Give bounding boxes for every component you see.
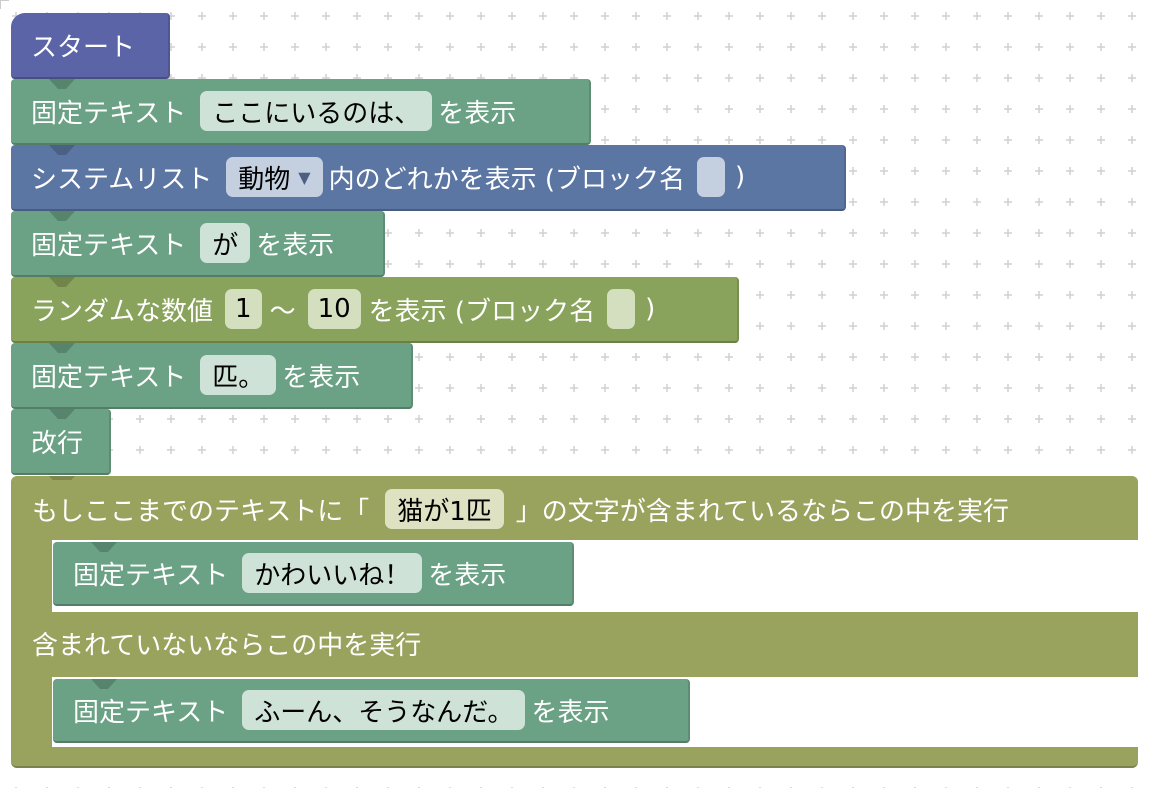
text-field[interactable]: が — [200, 223, 251, 263]
close-paren: ) — [645, 294, 656, 324]
if-header: もしここまでのテキストに「 猫が1匹 」の文字が含まれているならこの中を実行 — [32, 480, 1010, 538]
list-dropdown[interactable]: 動物 ▼ — [226, 157, 323, 197]
block-prefix: 固定テキスト — [31, 98, 187, 129]
text-field[interactable]: ここにいるのは、 — [200, 91, 433, 131]
connector-notch — [49, 343, 75, 353]
block-suffix: を表示 — [531, 697, 610, 728]
connector-notch — [49, 79, 75, 89]
connector-notch — [91, 679, 117, 689]
block-suffix: を表示 — [282, 362, 361, 393]
connector-notch — [49, 409, 75, 419]
block-name-field[interactable] — [607, 289, 636, 329]
fixed-text-block[interactable]: 固定テキスト ふーん、そうなんだ。 を表示 — [53, 679, 690, 743]
close-paren: ) — [734, 162, 746, 192]
block-middle: を表示 (ブロック名 — [368, 296, 596, 327]
fixed-text-block[interactable]: 固定テキスト 匹。 を表示 — [11, 343, 413, 409]
start-label: スタート — [31, 32, 136, 63]
start-block[interactable]: スタート — [11, 13, 170, 79]
max-field[interactable]: 10 — [307, 289, 361, 329]
text-field[interactable]: かわいいね！ — [242, 553, 423, 593]
match-text-field[interactable]: 猫が1匹 — [385, 489, 504, 529]
if-prefix: もしここまでのテキストに「 — [32, 496, 370, 527]
connector-notch — [91, 542, 117, 552]
dropdown-value: 動物 — [238, 164, 291, 195]
text-field[interactable]: ふーん、そうなんだ。 — [242, 690, 526, 730]
newline-label: 改行 — [31, 428, 84, 459]
if-suffix: 」の文字が含まれているならこの中を実行 — [515, 496, 1010, 527]
block-prefix: 固定テキスト — [31, 362, 187, 393]
block-suffix: を表示 — [428, 560, 507, 591]
connector-notch — [49, 211, 75, 221]
block-middle: 内のどれかを表示 (ブロック名 — [328, 164, 685, 195]
system-list-block[interactable]: システムリスト 動物 ▼ 内のどれかを表示 (ブロック名 ) — [11, 145, 846, 211]
else-label: 含まれていないならこの中を実行 — [32, 630, 422, 661]
block-suffix: を表示 — [256, 230, 335, 261]
block-prefix: システムリスト — [31, 164, 213, 195]
block-suffix: を表示 — [438, 98, 517, 129]
text-field[interactable]: 匹。 — [200, 355, 277, 395]
block-prefix: 固定テキスト — [73, 560, 229, 591]
range-tilde: 〜 — [269, 296, 296, 327]
block-prefix: ランダムな数値 — [31, 296, 214, 327]
block-prefix: 固定テキスト — [73, 697, 229, 728]
else-header: 含まれていないならこの中を実行 — [32, 614, 421, 672]
newline-block[interactable]: 改行 — [11, 409, 111, 475]
fixed-text-block[interactable]: 固定テキスト かわいいね！ を表示 — [53, 542, 574, 606]
random-number-block[interactable]: ランダムな数値 1 〜 10 を表示 (ブロック名 ) — [11, 277, 739, 343]
connector-notch — [49, 145, 75, 155]
connector-notch — [49, 277, 75, 287]
fixed-text-block[interactable]: 固定テキスト ここにいるのは、 を表示 — [11, 79, 591, 145]
block-prefix: 固定テキスト — [31, 230, 187, 261]
min-field[interactable]: 1 — [225, 289, 262, 329]
chevron-down-icon: ▼ — [298, 167, 311, 187]
block-name-field[interactable] — [696, 157, 725, 197]
fixed-text-block[interactable]: 固定テキスト が を表示 — [11, 211, 385, 277]
